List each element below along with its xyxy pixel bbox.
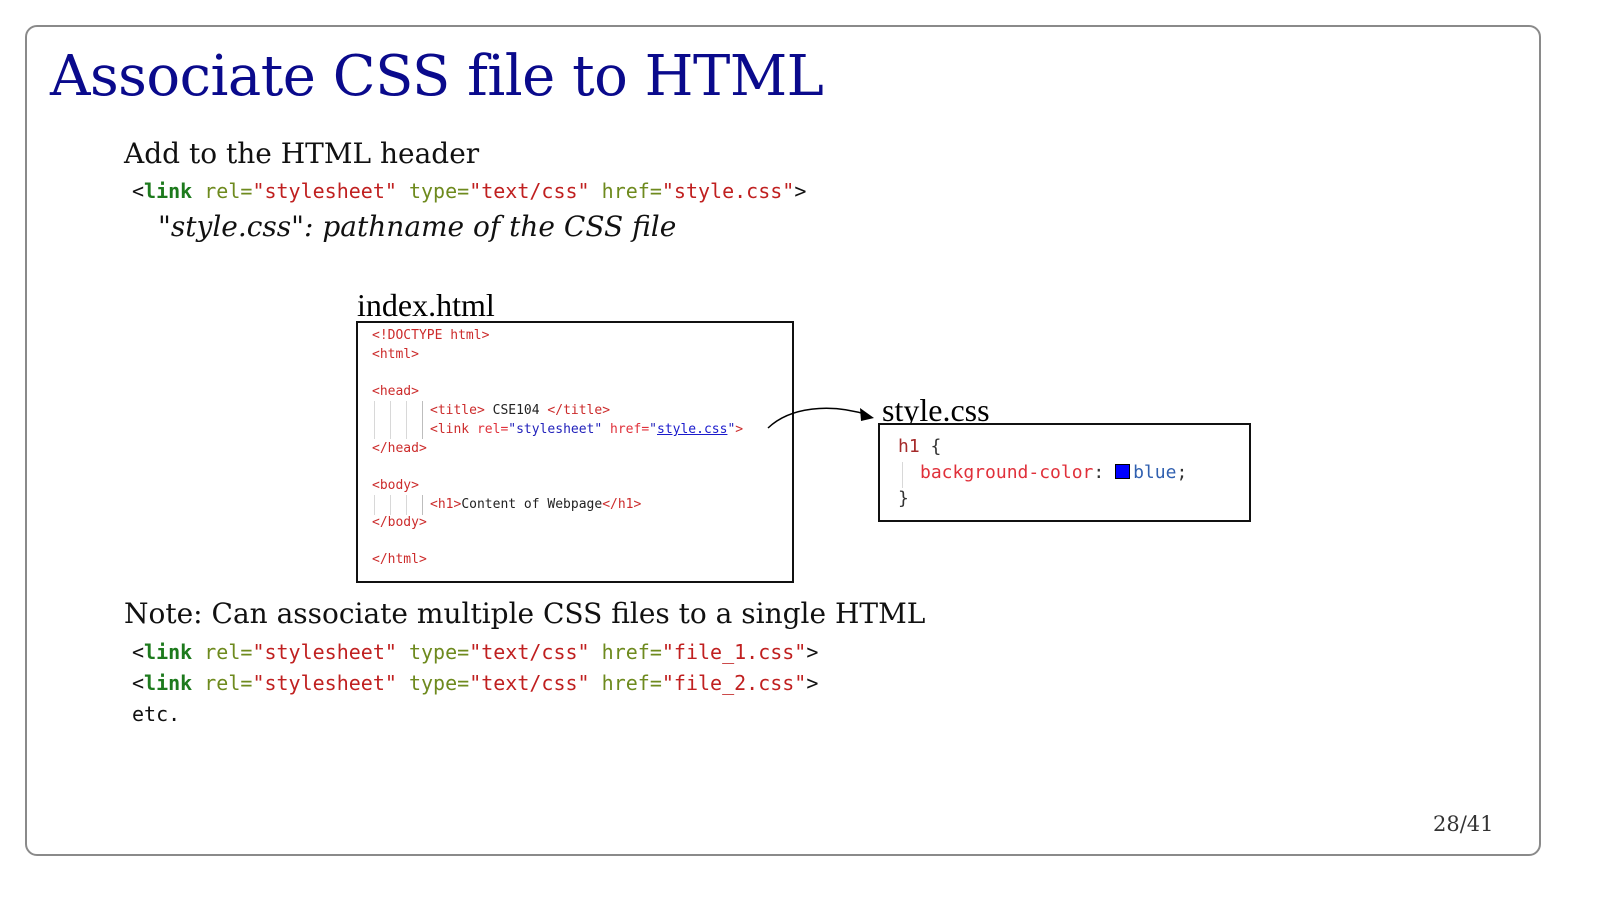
code-token: </head> [372, 441, 427, 456]
index-html-code-box: <!DOCTYPE html> <html> <head> <title> CS… [356, 321, 794, 583]
code-token: <!DOCTYPE html> [372, 328, 490, 343]
code-attr: rel= [192, 179, 253, 203]
code-attr: href= [589, 640, 662, 664]
code-line: </body> [372, 515, 427, 530]
code-token: < [132, 179, 145, 203]
code-line: <!DOCTYPE html> [372, 328, 489, 343]
indent-guide [902, 462, 903, 488]
code-token: <title> [430, 403, 485, 418]
code-token: < [132, 671, 145, 695]
code-token: </html> [372, 552, 427, 567]
code-token: : [1093, 462, 1116, 483]
code-token: <h1> [430, 497, 462, 512]
code-token: > [794, 179, 807, 203]
color-swatch-icon [1115, 464, 1131, 479]
indent-guides [372, 401, 423, 439]
code-line: <h1>Content of Webpage</h1> [430, 497, 641, 512]
code-tag: link [144, 640, 193, 664]
code-line: h1 { [898, 436, 941, 457]
code-value: "file_2.css" [661, 671, 807, 695]
code-token: rel= [476, 422, 509, 437]
code-token: background-color [920, 462, 1094, 483]
slide-title: Associate CSS file to HTML [50, 44, 824, 109]
section-heading-header: Add to the HTML header [124, 137, 480, 170]
code-token: } [898, 488, 909, 509]
code-line: } [898, 488, 909, 509]
code-token: CSE104 [484, 403, 548, 418]
code-attr: rel= [192, 671, 253, 695]
style-css-label: style.css [882, 392, 990, 428]
code-token: <head> [372, 384, 419, 399]
code-tag: link [144, 179, 193, 203]
code-value: "text/css" [469, 640, 590, 664]
code-token: " [649, 422, 657, 437]
code-token: h1 [898, 436, 920, 457]
code-etc: etc. [132, 702, 181, 726]
code-token: <link [430, 422, 477, 437]
code-token: href= [602, 422, 650, 437]
style-css-link[interactable]: style.css [657, 422, 728, 437]
code-attr: href= [589, 671, 662, 695]
code-link-file-2: <link rel="stylesheet" type="text/css" h… [132, 671, 818, 695]
code-value: "text/css" [469, 671, 590, 695]
indent-guides [372, 495, 423, 515]
style-css-code-box: h1 { background-color: blue; } [878, 423, 1251, 522]
page-number: 28/41 [1433, 812, 1494, 836]
code-line: </html> [372, 552, 427, 567]
code-line: <link rel="stylesheet" href="style.css"> [430, 422, 743, 437]
code-attr: type= [396, 179, 470, 203]
code-tag: link [144, 671, 193, 695]
code-link-file-1: <link rel="stylesheet" type="text/css" h… [132, 640, 818, 664]
code-value: "text/css" [469, 179, 590, 203]
code-token: <html> [372, 347, 419, 362]
code-attr: type= [396, 671, 470, 695]
code-line: <body> [372, 478, 419, 493]
code-token: " [727, 422, 736, 437]
code-token: > [806, 640, 819, 664]
code-value: "style.css" [661, 179, 795, 203]
code-line: <html> [372, 347, 419, 362]
code-token: > [735, 422, 744, 437]
code-token: < [132, 640, 145, 664]
code-line: <title> CSE104 </title> [430, 403, 610, 418]
code-line: </head> [372, 441, 427, 456]
section-heading-note: Note: Can associate multiple CSS files t… [124, 597, 926, 630]
index-html-label: index.html [357, 287, 495, 323]
code-line: <head> [372, 384, 419, 399]
code-token: Content of Webpage [461, 497, 603, 512]
code-token: </title> [547, 403, 611, 418]
code-token: blue [1133, 462, 1177, 483]
code-value: "stylesheet" [252, 671, 397, 695]
code-token: </body> [372, 515, 427, 530]
code-value: "stylesheet" [252, 179, 397, 203]
code-token: { [919, 436, 942, 457]
code-token: ; [1176, 462, 1188, 483]
link-arrow-icon [767, 407, 874, 429]
code-attr: href= [589, 179, 662, 203]
pathname-explanation: "style.css": pathname of the CSS file [158, 210, 677, 243]
code-attr: rel= [192, 640, 253, 664]
code-line: background-color: blue; [920, 462, 1187, 483]
code-attr: type= [396, 640, 470, 664]
code-value: "stylesheet" [252, 640, 397, 664]
code-token: </h1> [602, 497, 642, 512]
code-link-stylesheet: <link rel="stylesheet" type="text/css" h… [132, 179, 806, 203]
code-token: <body> [372, 478, 419, 493]
code-token: > [806, 671, 819, 695]
code-token: "stylesheet" [508, 422, 603, 437]
code-value: "file_1.css" [661, 640, 807, 664]
